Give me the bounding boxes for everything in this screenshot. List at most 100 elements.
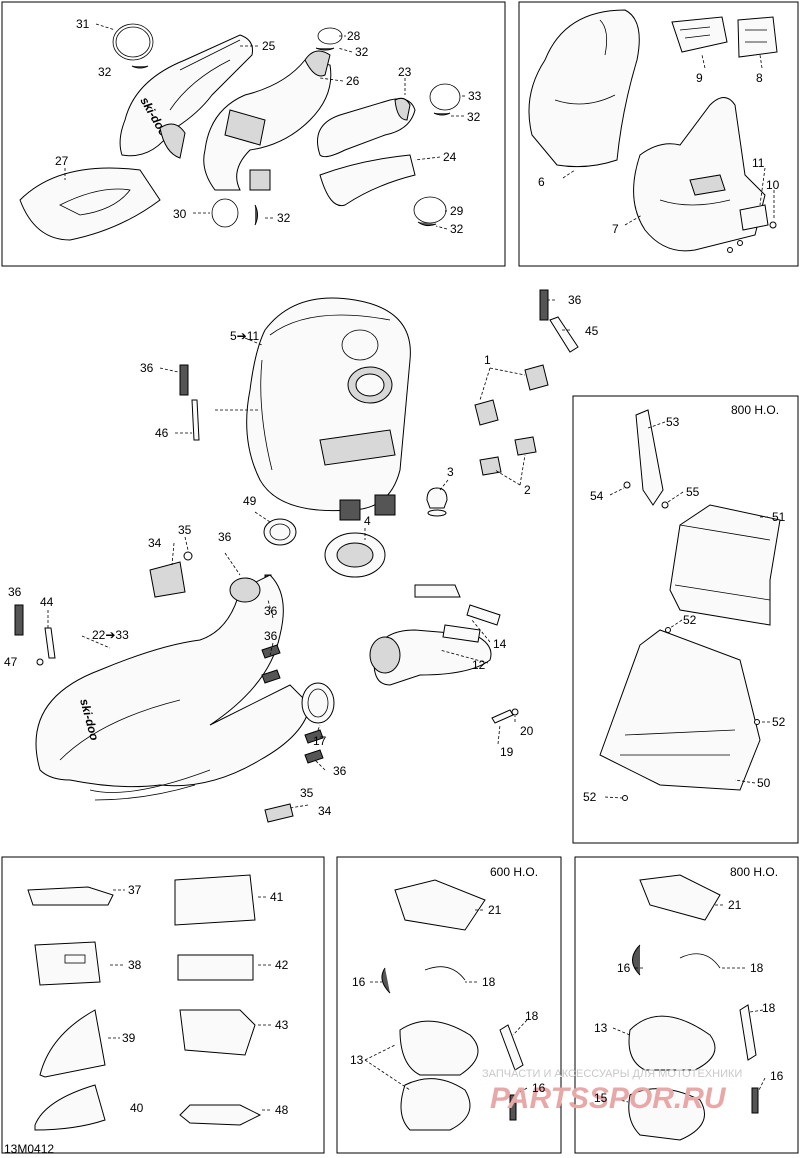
bracket-50	[599, 629, 761, 791]
callout-7: 7	[612, 222, 619, 236]
decal-40	[34, 1084, 106, 1131]
decal-9	[671, 16, 728, 53]
hook-44	[44, 627, 56, 659]
callout-4: 4	[364, 514, 371, 528]
callout-16: 16	[617, 961, 631, 975]
callout-32: 32	[98, 65, 112, 79]
gasket-14a	[414, 584, 461, 598]
shield-15-800	[628, 1088, 705, 1141]
panel-800ho-bracket	[572, 395, 799, 844]
panel-muffler-components	[1, 1, 506, 267]
callout-36: 36	[264, 604, 278, 618]
spring-16-600b	[509, 1094, 517, 1121]
decal-37	[27, 886, 114, 906]
muffler-5-11	[246, 297, 411, 512]
callout-5-11: 5➔11	[230, 329, 260, 343]
bracket-1a	[524, 364, 549, 391]
callout-28: 28	[347, 29, 361, 43]
manifold-12	[373, 629, 492, 686]
spring-16-800	[632, 944, 641, 976]
decal-48	[179, 1104, 262, 1126]
watermark-site: PARTSSPOR.RU	[490, 1082, 727, 1115]
bracket-1b	[474, 399, 499, 426]
panel-heat-shields	[518, 1, 799, 267]
hook-45	[549, 316, 579, 353]
gasket-14b	[466, 604, 501, 626]
spring-16-600	[381, 967, 391, 994]
callout-21: 21	[488, 903, 502, 917]
panel-800ho-bottom	[574, 856, 799, 1154]
callout-9: 9	[696, 71, 703, 85]
ring-30	[211, 198, 239, 228]
spring-32a	[131, 65, 149, 69]
callout-11: 11	[752, 156, 765, 170]
shield-13-600b	[400, 1078, 471, 1131]
callout-33: 33	[468, 89, 482, 103]
ring-49	[263, 518, 297, 546]
callout-20: 20	[520, 724, 534, 738]
bracket-34-lower	[264, 803, 294, 823]
callout-48: 48	[275, 1103, 289, 1117]
callout-12: 12	[472, 658, 486, 672]
callout-32: 32	[277, 211, 291, 225]
callout-38: 38	[128, 958, 142, 972]
callout-36: 36	[8, 585, 22, 599]
callout-30: 30	[173, 207, 187, 221]
callout-46: 46	[155, 426, 169, 440]
callout-27: 27	[55, 154, 69, 168]
callout-14: 14	[493, 637, 507, 651]
callout-55: 55	[686, 485, 700, 499]
callout-36: 36	[264, 629, 278, 643]
ring-29	[413, 196, 447, 224]
callout-32: 32	[467, 110, 481, 124]
plate-27	[19, 167, 161, 241]
callout-32: 32	[450, 222, 464, 236]
spring-36-top	[539, 289, 549, 321]
callout-18: 18	[762, 1001, 776, 1015]
callout-35: 35	[178, 523, 192, 537]
callout-36: 36	[140, 361, 154, 375]
callout-43: 43	[275, 1018, 289, 1032]
hook-46	[191, 399, 200, 441]
callout-8: 8	[756, 71, 763, 85]
variant-label-600ho: 600 H.O.	[490, 865, 538, 879]
callout-34: 34	[148, 536, 162, 550]
decal-8	[737, 16, 778, 58]
callout-labels: 31 32 25 28 32 26 23 33 32 24 27 30 32 2…	[4, 17, 786, 1117]
callout-53: 53	[666, 415, 680, 429]
callout-36: 36	[218, 530, 232, 544]
callout-13: 13	[594, 1021, 608, 1035]
callout-22-33: 22➔33	[92, 628, 129, 642]
callout-10: 10	[766, 178, 780, 192]
callout-26: 26	[346, 74, 360, 88]
callout-44: 44	[40, 595, 54, 609]
callout-36: 36	[568, 293, 582, 307]
callout-52: 52	[683, 613, 697, 627]
fastener-35	[183, 551, 193, 561]
callout-16: 16	[770, 1069, 784, 1083]
ring-18-800	[679, 953, 721, 969]
fastener-47	[36, 658, 44, 666]
fastener-55	[661, 501, 669, 509]
spring-36-left	[179, 364, 189, 396]
callout-41: 41	[270, 890, 284, 904]
tuned-pipe-22-33	[35, 574, 311, 788]
callout-13: 13	[350, 1053, 364, 1067]
plate-11	[739, 204, 769, 231]
callout-45: 45	[585, 324, 599, 338]
heat-shield-53	[635, 409, 664, 506]
shield-13-800	[628, 1015, 716, 1071]
heat-shield-6	[528, 9, 640, 168]
callout-15: 15	[594, 1091, 608, 1105]
callout-19: 19	[500, 745, 514, 759]
callout-3: 3	[447, 465, 454, 479]
bent-pipe-26	[203, 59, 332, 191]
callout-49: 49	[243, 494, 257, 508]
bracket-2a	[479, 456, 502, 476]
spring-16-800b	[751, 1087, 759, 1114]
bolt-19	[491, 709, 514, 724]
diagram-code: 13M0412	[4, 1142, 54, 1156]
callout-16: 16	[532, 1081, 546, 1095]
hook-18-800	[739, 1004, 757, 1061]
callout-35: 35	[300, 786, 314, 800]
